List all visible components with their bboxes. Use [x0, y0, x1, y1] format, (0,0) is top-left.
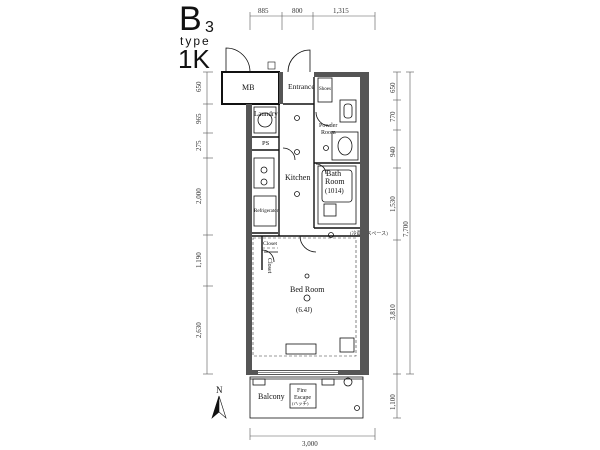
dim-right-2: 770: [389, 111, 397, 122]
dim-right-3: 940: [389, 146, 397, 157]
label-bath-size: (1014): [325, 187, 344, 195]
label-ps: PS: [262, 140, 270, 147]
dim-left-1: 650: [195, 81, 203, 92]
dim-left-6: 2,630: [195, 322, 203, 338]
balcony: [249, 376, 364, 419]
interior-walls: [252, 77, 360, 270]
label-bed-room: Bed Room: [290, 285, 325, 294]
label-balcony: Balcony: [258, 392, 285, 401]
label-entrance: Entrance: [288, 82, 315, 91]
label-powder-1: Powder: [319, 123, 337, 129]
room-labels: MB Entrance Shoes Laundry PS Powder Room…: [242, 82, 345, 406]
label-shoes: Shoes: [319, 87, 331, 92]
label-mb: MB: [242, 83, 254, 92]
dimension-labels: 885 800 1,315 650 965 275 2,000 1,190 2,…: [195, 7, 410, 448]
label-closet: Closet: [266, 258, 272, 274]
compass-icon: N: [211, 385, 227, 419]
label-powder-2: Room: [321, 130, 336, 136]
plan-type-word: type: [180, 34, 211, 48]
label-fire-note: (ハッチ): [292, 401, 309, 406]
dim-bottom: 3,000: [302, 440, 318, 448]
compass-label: N: [216, 385, 223, 395]
label-bath-1: Bath: [326, 169, 341, 178]
dim-top-2: 800: [292, 7, 303, 15]
label-laundry: Laundry: [254, 110, 278, 118]
dim-top-3: 1,315: [333, 7, 349, 15]
entrance-doors: [225, 47, 311, 73]
plan-number: 3: [205, 19, 214, 36]
dim-balcony: 1,100: [389, 394, 397, 410]
plan-letter: B: [179, 0, 202, 38]
label-closet-small: Closet: [263, 241, 278, 247]
dim-left-2: 965: [195, 113, 203, 124]
label-refrigerator: Refrigerator: [254, 209, 279, 214]
label-bed-size: (6.4J): [296, 306, 313, 314]
dim-left-5: 1,190: [195, 252, 203, 268]
dim-right-total: 7,700: [402, 221, 410, 237]
dim-right-4: 1,530: [389, 196, 397, 212]
label-bath-2: Room: [325, 177, 345, 186]
dim-left-4: 2,000: [195, 188, 203, 204]
dim-right-1: 650: [389, 82, 397, 93]
plan-layout: 1K: [178, 44, 210, 74]
dim-right-5: 3,810: [389, 304, 397, 320]
dim-right-note: (冷蔵庫スペース): [350, 230, 388, 237]
fixtures: [253, 77, 359, 355]
dim-top-1: 885: [258, 7, 269, 15]
label-fire-1: Fire: [297, 388, 307, 394]
outer-walls: [221, 71, 369, 375]
dim-left-3: 275: [195, 140, 203, 151]
dimension-lines: [203, 12, 414, 440]
label-kitchen: Kitchen: [285, 173, 310, 182]
label-fire-2: Escape: [294, 395, 311, 401]
dashed-outlines: [252, 237, 357, 357]
